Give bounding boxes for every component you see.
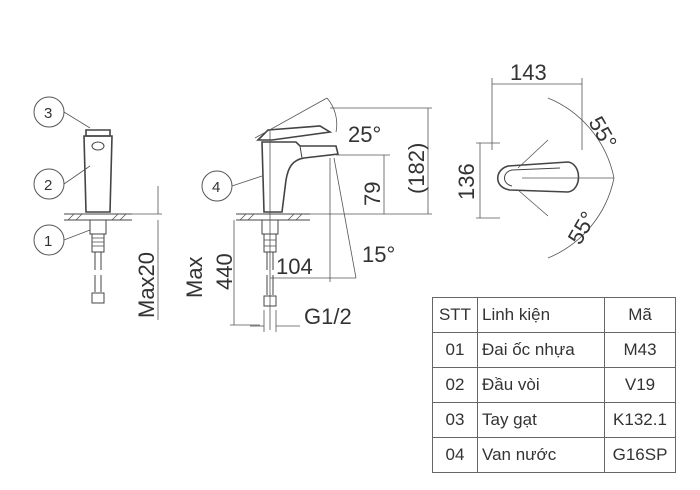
dim-max20: Max20 xyxy=(134,252,159,318)
svg-text:3: 3 xyxy=(44,105,52,122)
header-code: Mã xyxy=(604,297,676,333)
row-stt: 04 xyxy=(432,437,478,473)
callout-3: 3 xyxy=(33,96,65,128)
front-view: Max20 xyxy=(63,111,162,320)
row-code: G16SP xyxy=(604,437,676,473)
row-code: V19 xyxy=(604,367,676,403)
row-name: Đai ốc nhựa xyxy=(477,332,605,368)
row-stt: 01 xyxy=(432,332,478,368)
callout-2: 2 xyxy=(33,168,65,200)
table-row: 01 Đai ốc nhựa M43 xyxy=(432,332,676,368)
dim-angle-55-bottom: 55° xyxy=(563,207,601,248)
dim-104: 104 xyxy=(276,254,313,279)
table-header-row: STT Linh kiện Mã xyxy=(432,297,676,333)
svg-text:1: 1 xyxy=(44,233,52,250)
dim-angle-55-top: 55° xyxy=(584,112,622,153)
header-stt: STT xyxy=(432,297,478,333)
dim-max: Max xyxy=(182,256,207,298)
row-stt: 02 xyxy=(432,367,478,403)
table-row: 03 Tay gạt K132.1 xyxy=(432,402,676,438)
callout-4: 4 xyxy=(201,170,233,202)
dim-136: 136 xyxy=(454,163,479,200)
dim-g12: G1/2 xyxy=(304,304,352,329)
row-name: Đầu vòi xyxy=(477,367,605,403)
dim-182: (182) xyxy=(404,143,429,194)
dim-143: 143 xyxy=(510,60,547,85)
callout-1: 1 xyxy=(33,224,65,256)
dim-440: 440 xyxy=(212,253,237,290)
top-view: 143 136 55° 55° xyxy=(454,60,622,259)
parts-table: STT Linh kiện Mã 01 Đai ốc nhựa M43 02 Đ… xyxy=(432,297,676,473)
row-code: K132.1 xyxy=(604,402,676,438)
side-view: 25° 79 (182) 15° 104 Max 440 G1/2 xyxy=(182,97,432,332)
row-stt: 03 xyxy=(432,402,478,438)
svg-text:4: 4 xyxy=(212,179,220,196)
dim-angle-25: 25° xyxy=(348,122,381,147)
svg-text:2: 2 xyxy=(44,177,52,194)
row-name: Van nước xyxy=(477,437,605,473)
dim-angle-15: 15° xyxy=(362,242,395,267)
header-name: Linh kiện xyxy=(477,297,605,333)
dim-79: 79 xyxy=(360,182,385,206)
row-code: M43 xyxy=(604,332,676,368)
row-name: Tay gạt xyxy=(477,402,605,438)
table-row: 04 Van nước G16SP xyxy=(432,437,676,473)
table-row: 02 Đầu vòi V19 xyxy=(432,367,676,403)
